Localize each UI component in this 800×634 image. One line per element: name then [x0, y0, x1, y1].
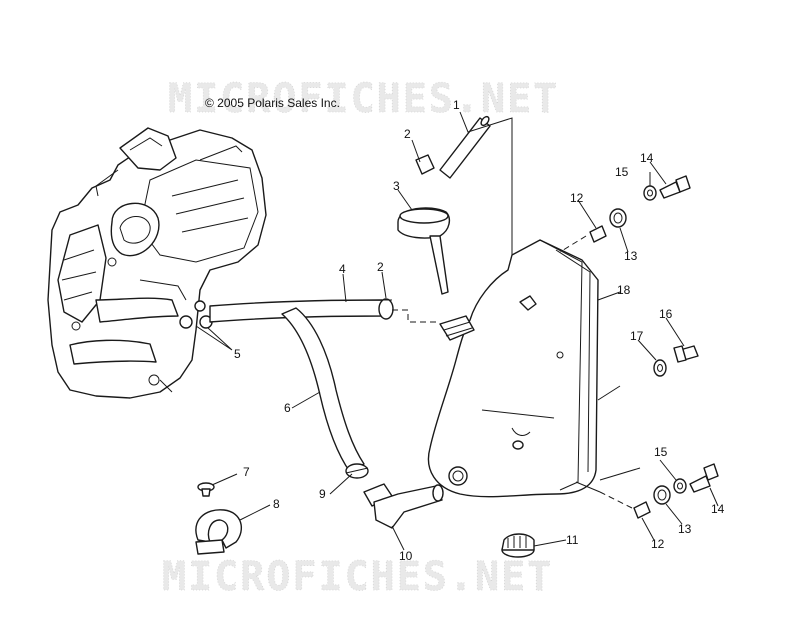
callout-14-lower: 14: [711, 502, 725, 516]
watermark-bottom: MICROFICHES.NET: [162, 554, 553, 600]
part-12-sleeve-lower: [633, 501, 651, 519]
callout-9: 9: [319, 487, 326, 501]
part-15-washer-lower: [673, 478, 687, 494]
part-7-screw: [197, 482, 215, 497]
callout-11: 11: [566, 533, 579, 547]
part-16-fitting: [673, 345, 699, 363]
part-2-clamp-top: [415, 154, 435, 175]
part-11-drain-cap: [501, 533, 535, 558]
part-13-grommet-upper: [609, 208, 627, 228]
callout-6: 6: [284, 401, 291, 415]
leader-lines: [195, 111, 719, 551]
callout-10: 10: [399, 549, 413, 563]
callout-13-lower: 13: [678, 522, 692, 536]
callout-16: 16: [659, 307, 673, 321]
part-6-hose: [281, 307, 365, 473]
callout-18: 18: [617, 283, 631, 297]
callout-12-upper: 12: [570, 191, 584, 205]
callout-14-upper: 14: [640, 151, 654, 165]
callout-8: 8: [273, 497, 280, 511]
callout-2-top: 2: [404, 127, 411, 141]
part-18-oil-tank: [427, 239, 599, 498]
callout-15-upper: 15: [615, 165, 629, 179]
callout-2-hose: 2: [377, 260, 384, 274]
part-3-dipstick: [397, 207, 451, 295]
part-12-sleeve-upper: [589, 225, 607, 243]
callouts: 1 2 2 3 4 5 6 7 8 9 10 11 12 12 13 13 14…: [234, 98, 725, 563]
part-14-bolt-upper: [659, 175, 691, 199]
part-2-clamp-hose: [378, 298, 394, 320]
callout-4: 4: [339, 262, 346, 276]
engine-assembly: [47, 127, 267, 399]
routing-line-hose: [392, 309, 438, 323]
part-15-washer-upper: [643, 185, 657, 201]
copyright-text: © 2005 Polaris Sales Inc.: [205, 96, 340, 110]
callout-15-lower: 15: [654, 445, 668, 459]
callout-1: 1: [453, 98, 460, 112]
part-17-washer: [653, 359, 667, 377]
part-1-vent-tube: [439, 115, 491, 179]
part-13-grommet-lower: [653, 485, 671, 505]
callout-17: 17: [630, 329, 644, 343]
part-10-elbow-fitting: [363, 483, 444, 529]
callout-7: 7: [243, 465, 250, 479]
callout-12-lower: 12: [651, 537, 665, 551]
part-8-clip: [195, 509, 243, 555]
callout-3: 3: [393, 179, 400, 193]
part-14-bolt-lower: [689, 463, 719, 493]
callout-5: 5: [234, 347, 241, 361]
watermark-top: MICROFICHES.NET: [168, 76, 559, 122]
callout-13-upper: 13: [624, 249, 638, 263]
